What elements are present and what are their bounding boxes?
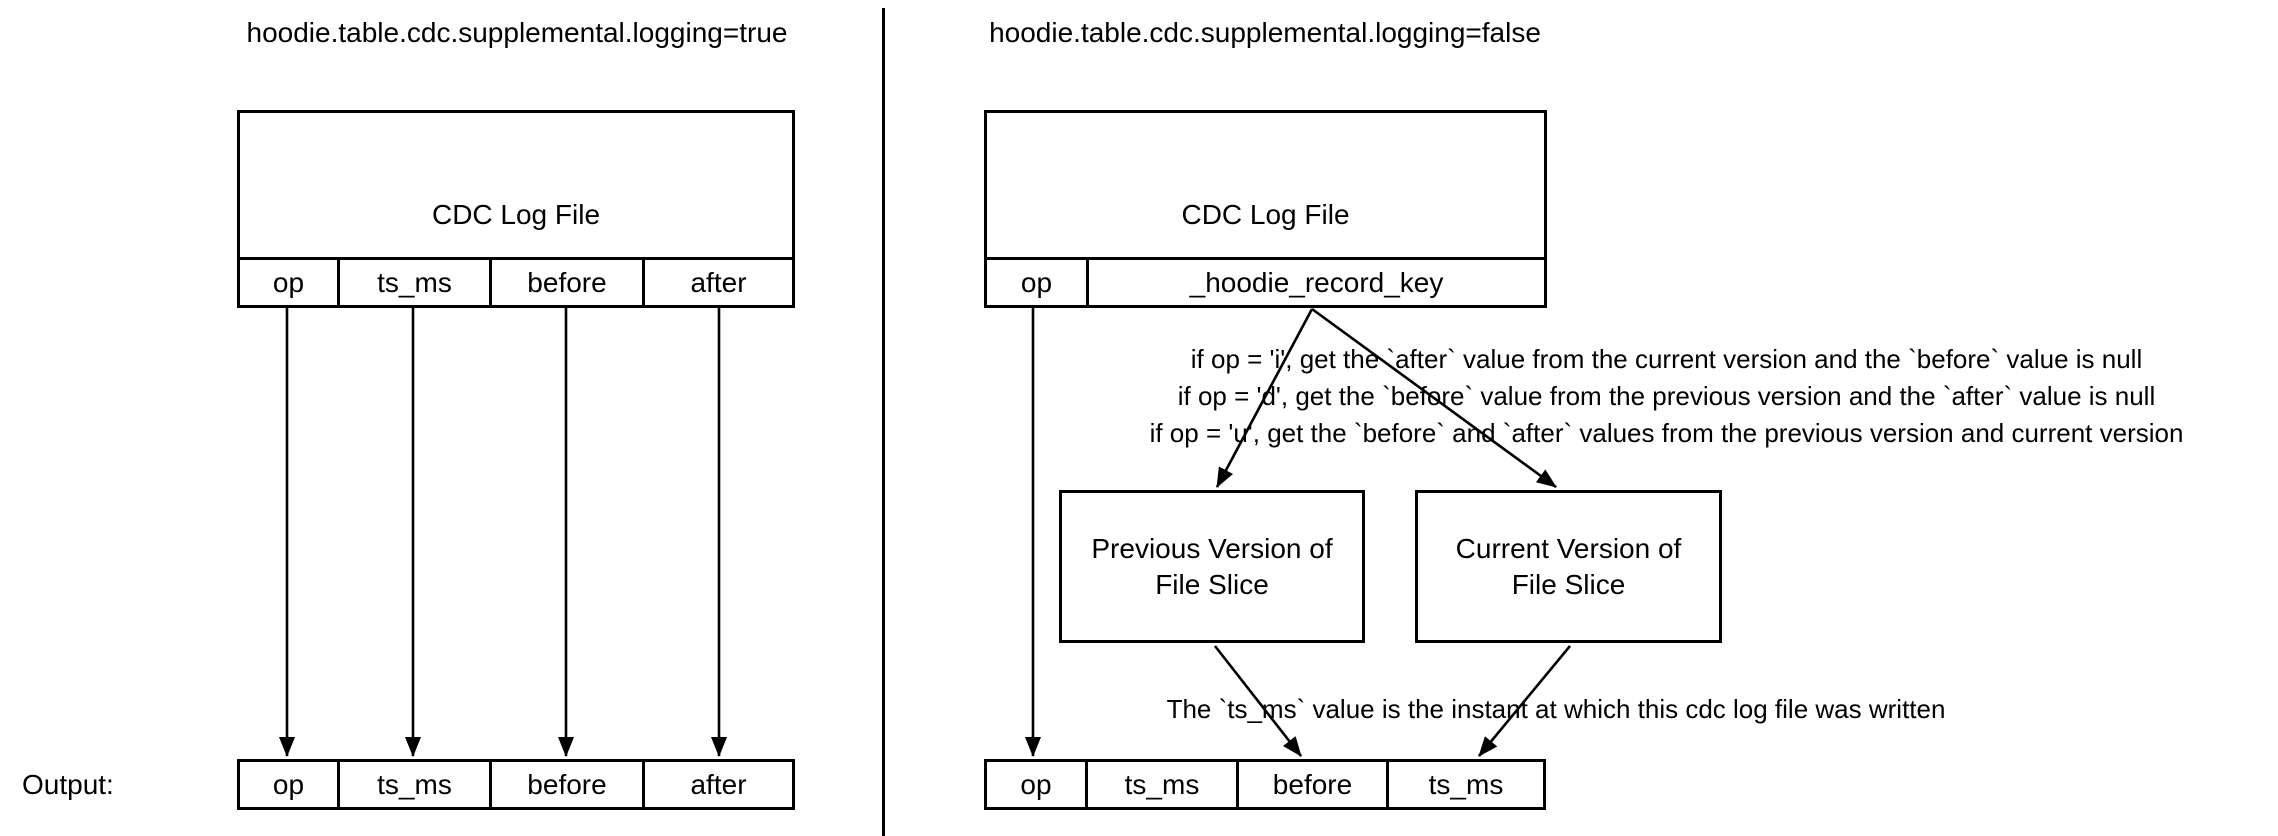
previous-version-file-slice-box: Previous Version of File Slice — [1059, 490, 1365, 643]
left-output-cell-op: op — [272, 768, 305, 800]
left-output-cell-ts-ms: ts_ms — [337, 762, 489, 807]
arrow-record-key-to-previous — [1215, 308, 1314, 488]
left-header-cell-after: after — [642, 260, 792, 305]
right-output-cell-before: before — [1236, 762, 1386, 807]
left-output-cell-after: after — [642, 762, 792, 807]
op-condition-update: if op = 'u', get the `before` and `after… — [1149, 418, 2184, 448]
left-cdc-log-file-label: CDC Log File — [431, 199, 601, 230]
right-cdc-log-file-label: CDC Log File — [1181, 199, 1350, 230]
right-cdc-log-file-box: CDC Log File — [984, 110, 1547, 260]
op-conditions-text-block: if op = 'i', get the `after` value from … — [1055, 341, 2278, 452]
left-output-cell-before: before — [489, 762, 642, 807]
right-header-cell-hoodie-record-key: _hoodie_record_key — [1086, 260, 1544, 305]
right-header-row: op _hoodie_record_key — [984, 257, 1547, 308]
left-header-row: op ts_ms before after — [237, 257, 795, 308]
left-cdc-log-file-box: CDC Log File — [237, 110, 795, 260]
left-header-cell-ts-ms: ts_ms — [337, 260, 489, 305]
left-output-row: op ts_ms before after — [237, 759, 795, 810]
right-output-cell-op: op — [1020, 768, 1052, 800]
ts-ms-note-text: The `ts_ms` value is the instant at whic… — [1166, 694, 1946, 724]
previous-version-file-slice-label: Previous Version of File Slice — [1091, 532, 1333, 600]
current-version-file-slice-label: Current Version of File Slice — [1455, 532, 1682, 600]
left-panel-title: hoodie.table.cdc.supplemental.logging=tr… — [246, 17, 788, 48]
right-output-cell-ts-ms: ts_ms — [1085, 762, 1236, 807]
op-condition-delete: if op = 'd', get the `before` value from… — [1177, 381, 2156, 411]
arrow-current-to-output — [1477, 645, 1572, 757]
left-header-cell-op: op — [272, 266, 305, 298]
arrow-previous-to-output — [1213, 645, 1303, 757]
right-header-cell-op: op — [1020, 266, 1053, 298]
left-header-cell-before: before — [489, 260, 642, 305]
arrow-record-key-to-current — [1311, 307, 1557, 489]
op-condition-insert: if op = 'i', get the `after` value from … — [1190, 344, 2143, 374]
right-output-row: op ts_ms before ts_ms — [984, 759, 1546, 810]
right-output-cell-ts-ms-2: ts_ms — [1386, 762, 1543, 807]
left-output-label: Output: — [22, 769, 114, 800]
current-version-file-slice-box: Current Version of File Slice — [1415, 490, 1722, 643]
right-panel-title: hoodie.table.cdc.supplemental.logging=fa… — [989, 17, 1541, 48]
